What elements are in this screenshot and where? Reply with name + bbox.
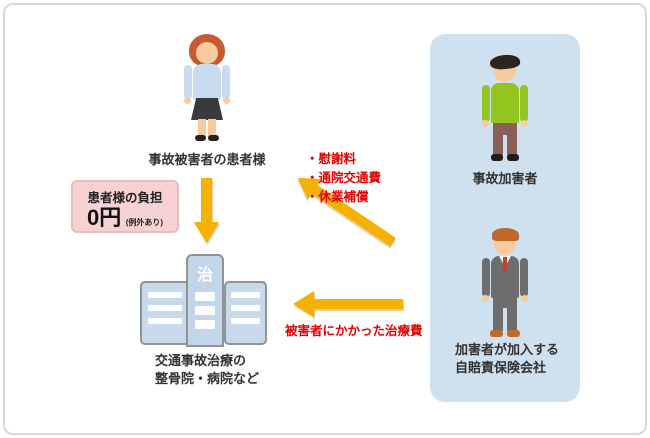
burden-title: 患者様の負担	[87, 191, 163, 205]
burden-note: (例外あり)	[125, 218, 164, 227]
clinic-sign: 治	[196, 267, 213, 284]
perpetrator-label: 事故加害者	[472, 171, 538, 186]
insurer-label: 加害者が加入する 自賠責保険会社	[455, 342, 560, 375]
arrow-left-icon	[293, 291, 403, 317]
compensation-item: ・通院交通費	[306, 171, 382, 185]
insurer-figure-icon	[477, 226, 533, 338]
victim-label: 事故被害者の患者様	[148, 152, 266, 167]
compensation-item: ・慰謝料	[306, 152, 357, 166]
clinic-label: 交通事故治療の 整骨院・病院など	[155, 353, 260, 386]
building-tower: 治	[186, 254, 224, 347]
clinic-building-icon: 治	[140, 254, 267, 347]
red-tie	[503, 257, 507, 271]
victim-figure-icon	[179, 34, 235, 142]
victim-face	[196, 42, 218, 64]
treatment-fee-label: 被害者にかかった治療費	[285, 324, 423, 338]
patient-burden-box: 患者様の負担 0円 (例外あり)	[71, 180, 179, 233]
arrow-down-icon	[194, 178, 219, 243]
outer-frame	[3, 3, 647, 435]
burden-amount: 0円	[86, 205, 122, 230]
building-left-wing	[140, 281, 190, 345]
perpetrator-figure-icon	[477, 53, 533, 164]
compensation-item: ・休業補償	[306, 190, 369, 204]
arrow-up-left-icon	[297, 177, 396, 247]
building-right-wing	[224, 281, 267, 345]
compensation-items-list: ・慰謝料 ・通院交通費 ・休業補償	[306, 150, 381, 207]
